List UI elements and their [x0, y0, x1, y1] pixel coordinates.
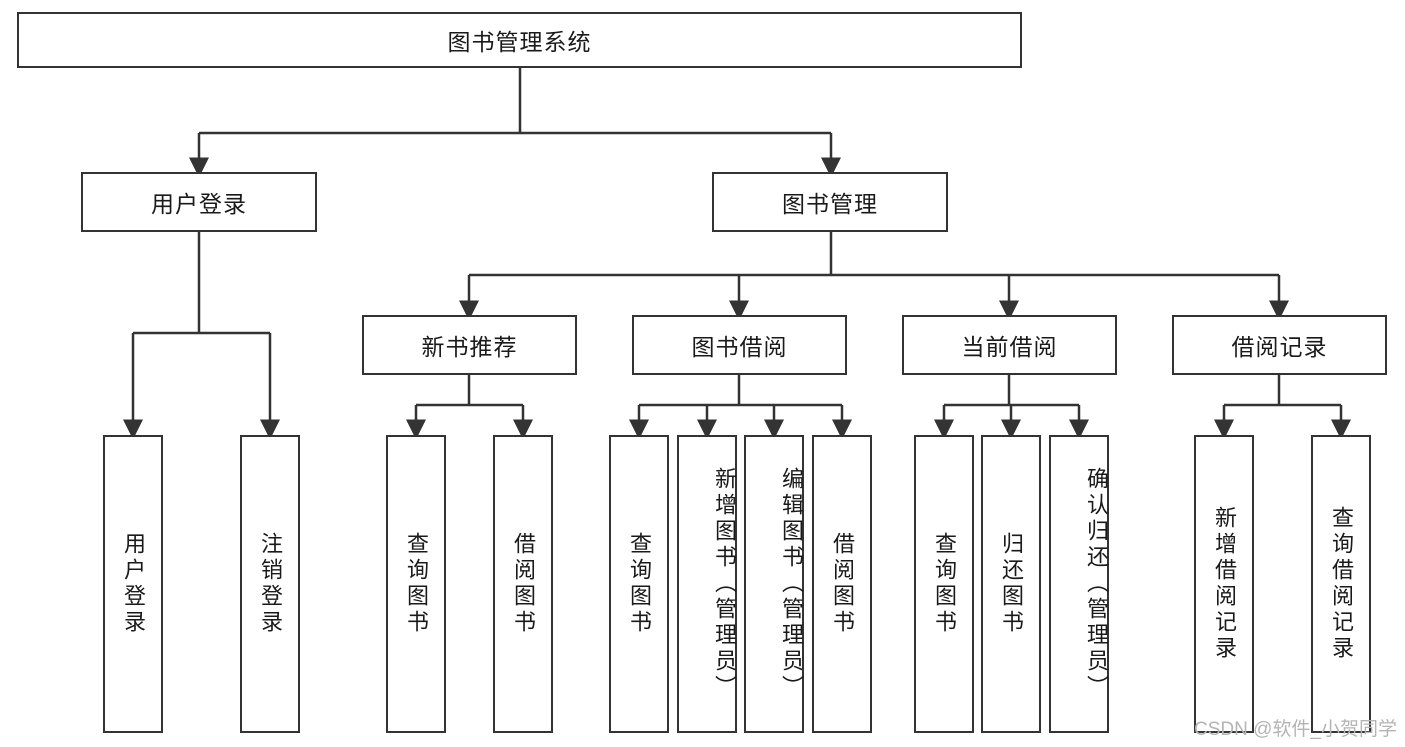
leaf-logout-label: 注销登录 [258, 532, 283, 636]
leaf-currentborrow-confirm-return-admin[interactable]: 确认归还（管理员） [1049, 435, 1109, 733]
node-book-manage-label: 图书管理 [782, 191, 878, 217]
leaf-bookborrow-add-book-admin[interactable]: 新增图书（管理员） [677, 435, 737, 733]
node-current-borrow[interactable]: 当前借阅 [902, 315, 1117, 375]
leaf-bookborrow-borrow-book[interactable]: 借阅图书 [812, 435, 872, 733]
node-book-borrow-label: 图书借阅 [691, 334, 788, 360]
leaf-currentborrow-query-book[interactable]: 查询图书 [914, 435, 974, 733]
leaf-bookborrow-borrow-book-label: 借阅图书 [830, 532, 855, 636]
leaf-logout[interactable]: 注销登录 [240, 435, 300, 733]
leaf-bookborrow-edit-book-admin-label: 编辑图书（管理员） [779, 467, 804, 701]
leaf-bookborrow-edit-book-admin[interactable]: 编辑图书（管理员） [744, 435, 804, 733]
leaf-bookborrow-add-book-admin-label: 新增图书（管理员） [712, 467, 737, 701]
node-borrow-record[interactable]: 借阅记录 [1172, 315, 1387, 375]
leaf-bookborrow-query-book[interactable]: 查询图书 [609, 435, 669, 733]
node-current-borrow-label: 当前借阅 [961, 334, 1058, 360]
node-root[interactable]: 图书管理系统 [17, 12, 1022, 68]
leaf-newbook-query-book-label: 查询图书 [404, 532, 429, 636]
leaf-currentborrow-return-book[interactable]: 归还图书 [981, 435, 1041, 733]
node-user-login-label: 用户登录 [151, 191, 247, 217]
node-root-label: 图书管理系统 [447, 29, 592, 55]
leaf-currentborrow-return-book-label: 归还图书 [999, 532, 1024, 636]
leaf-newbook-query-book[interactable]: 查询图书 [386, 435, 446, 733]
leaf-borrowrecord-query-record-label: 查询借阅记录 [1329, 506, 1354, 662]
leaf-bookborrow-query-book-label: 查询图书 [627, 532, 652, 636]
leaf-borrowrecord-query-record[interactable]: 查询借阅记录 [1311, 435, 1371, 733]
node-borrow-record-label: 借阅记录 [1231, 334, 1328, 360]
node-book-manage[interactable]: 图书管理 [712, 172, 948, 232]
node-new-book-recommend[interactable]: 新书推荐 [362, 315, 577, 375]
node-book-borrow[interactable]: 图书借阅 [632, 315, 847, 375]
leaf-newbook-borrow-book[interactable]: 借阅图书 [493, 435, 553, 733]
node-new-book-recommend-label: 新书推荐 [421, 334, 518, 360]
leaf-user-login-label: 用户登录 [121, 532, 146, 636]
leaf-borrowrecord-add-record-label: 新增借阅记录 [1212, 506, 1237, 662]
leaf-newbook-borrow-book-label: 借阅图书 [511, 532, 536, 636]
leaf-borrowrecord-add-record[interactable]: 新增借阅记录 [1194, 435, 1254, 733]
leaf-currentborrow-query-book-label: 查询图书 [932, 532, 957, 636]
leaf-user-login[interactable]: 用户登录 [103, 435, 163, 733]
leaf-currentborrow-confirm-return-admin-label: 确认归还（管理员） [1084, 467, 1109, 701]
node-user-login[interactable]: 用户登录 [81, 172, 317, 232]
